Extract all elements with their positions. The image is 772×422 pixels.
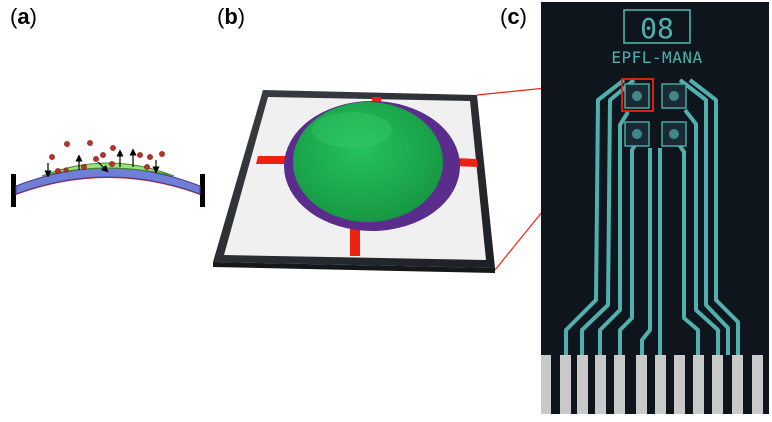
chip-brand-label: EPFL-MANA [611,48,702,67]
right-clamp [200,174,205,207]
metal-traces [564,78,740,355]
dome-highlight [312,112,392,148]
chip-3d-model [213,90,495,273]
chip-id-box [623,9,691,44]
panel-label-c: (c) [500,4,527,29]
molecules [49,140,165,174]
membrane-layer [15,167,201,195]
panel-letter-c: c [507,4,520,29]
electrode-pads [624,83,687,147]
panel-label-a: (a) [10,4,37,29]
panel-label-b: (b) [217,4,246,29]
electrode-left [256,156,288,164]
left-clamp [11,174,16,207]
zoom-highlight-box [621,78,654,112]
membrane-schematic [11,140,205,207]
electrode-bottom [350,229,360,256]
chip-id-number: 08 [640,12,674,45]
chip-frame-side [213,262,495,273]
membrane-dome [293,102,443,222]
panel-letter-a: a [17,4,30,29]
arrows [44,148,160,178]
electrode-right [455,158,478,167]
chip-micrograph: 08 EPFL-MANA [541,2,769,414]
contact-pads [541,355,763,414]
panel-letter-b: b [224,4,238,29]
